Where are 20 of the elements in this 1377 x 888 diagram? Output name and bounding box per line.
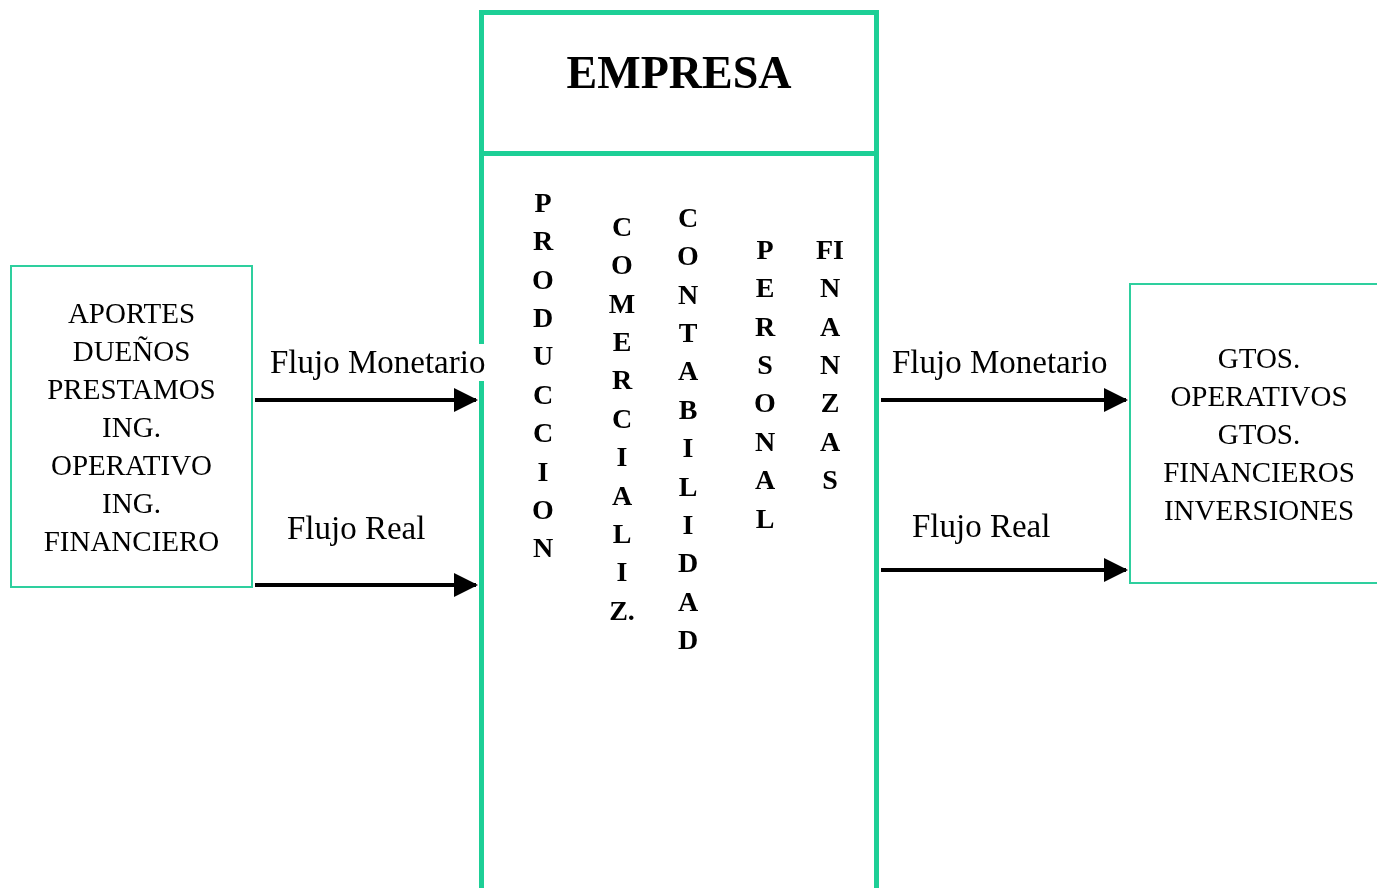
arrow: [881, 388, 1128, 412]
edge-label: Flujo Monetario: [270, 344, 486, 381]
department-label: PRODUCCION: [531, 186, 555, 566]
department-label: FINANZAS: [816, 233, 844, 498]
flow-box: [1129, 283, 1377, 584]
box-text: GTOS. OPERATIVOS: [1169, 340, 1349, 414]
box-text: ING. FINANCIERO: [42, 485, 221, 559]
department-label: COMERCIALIZ.: [608, 210, 636, 628]
flow-box: [10, 265, 253, 588]
box-text: INVERSIONES: [1163, 492, 1355, 528]
box-title: EMPRESA: [566, 45, 792, 99]
box-text: PRESTAMOS: [47, 371, 216, 407]
department-label: PERSONAL: [753, 233, 777, 536]
arrow: [881, 558, 1128, 582]
box-text: ING. OPERATIVO: [49, 409, 214, 483]
department-label: CONTABILIDAD: [676, 201, 700, 657]
arrow: [255, 573, 478, 597]
box-text: APORTES DUEÑOS: [66, 295, 197, 369]
arrow: [255, 388, 478, 412]
box-text: GTOS. FINANCIEROS: [1162, 416, 1356, 490]
